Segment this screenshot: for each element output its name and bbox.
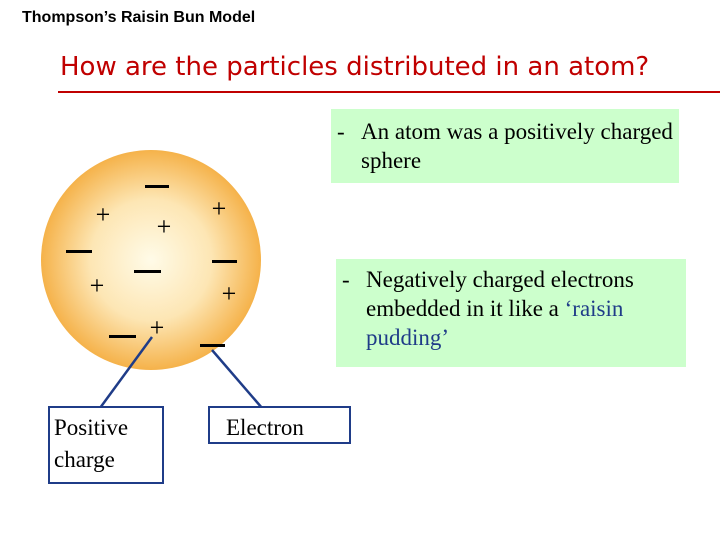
title-underline xyxy=(58,91,720,93)
positive-pointer-line xyxy=(98,336,154,409)
positive-mark: + xyxy=(157,212,172,241)
positive-mark: + xyxy=(150,313,165,342)
electrons xyxy=(66,185,237,347)
note-highlight: ‘raisin pudding’ xyxy=(366,296,624,350)
slide-label: Thompson’s Raisin Bun Model xyxy=(22,9,256,26)
positive-mark: + xyxy=(222,279,237,308)
positive-charges: + + + + + + xyxy=(90,194,237,342)
positive-mark: + xyxy=(212,194,227,223)
note-dash: - xyxy=(337,119,345,144)
slide-title: How are the particles distributed in an … xyxy=(60,52,650,82)
electron-mark xyxy=(212,260,237,263)
positive-mark: + xyxy=(96,200,111,229)
note-text: Negatively charged electrons embedded in… xyxy=(366,265,682,352)
electron-pointer-line xyxy=(211,349,263,409)
note-text: An atom was a positively charged sphere xyxy=(361,119,673,173)
positive-sphere xyxy=(41,150,261,370)
note-dash: - xyxy=(342,267,350,292)
note-positive-sphere: - An atom was a positively charged spher… xyxy=(331,109,679,183)
electron-mark xyxy=(66,250,92,253)
electron-mark xyxy=(145,185,169,188)
electron-mark xyxy=(200,344,225,347)
note-text-main: Negatively charged electrons embedded in… xyxy=(366,267,634,321)
callout-electron: Electron xyxy=(208,406,351,444)
callout-positive-charge: Positive charge xyxy=(48,406,164,484)
electron-mark xyxy=(109,335,136,338)
positive-mark: + xyxy=(90,271,105,300)
electron-mark xyxy=(134,270,161,273)
note-electrons-embedded: - Negatively charged electrons embedded … xyxy=(336,259,686,367)
